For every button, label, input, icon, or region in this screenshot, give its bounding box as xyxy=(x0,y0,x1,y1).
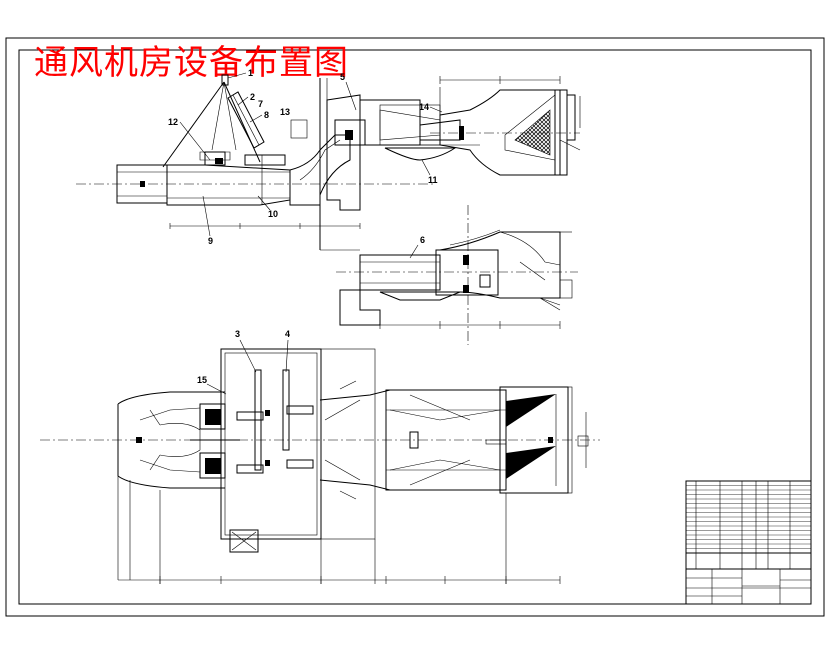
drawing-title: 通风机房设备布置图 xyxy=(34,43,349,83)
sheet-inner-border xyxy=(18,49,812,605)
parts-list-table xyxy=(685,480,812,605)
parts-list-rows xyxy=(686,485,811,549)
callout-8: 8 xyxy=(264,110,269,120)
callout-9: 9 xyxy=(208,236,213,246)
callout-15: 15 xyxy=(197,375,207,385)
plan-view xyxy=(40,348,600,584)
section-view xyxy=(320,205,578,345)
sheet-outer-border xyxy=(5,37,825,617)
callout-1: 1 xyxy=(248,68,253,78)
callout-5: 5 xyxy=(340,72,345,82)
callout-12: 12 xyxy=(168,117,178,127)
callout-7: 7 xyxy=(258,99,263,109)
callout-11: 11 xyxy=(428,175,438,185)
callout-6: 6 xyxy=(420,235,425,245)
callout-13: 13 xyxy=(280,107,290,117)
callout-4: 4 xyxy=(285,329,290,339)
callout-14: 14 xyxy=(419,102,429,112)
callout-2: 2 xyxy=(250,92,255,102)
callout-3: 3 xyxy=(235,329,240,339)
elevation-view xyxy=(76,74,581,250)
callout-10: 10 xyxy=(268,209,278,219)
